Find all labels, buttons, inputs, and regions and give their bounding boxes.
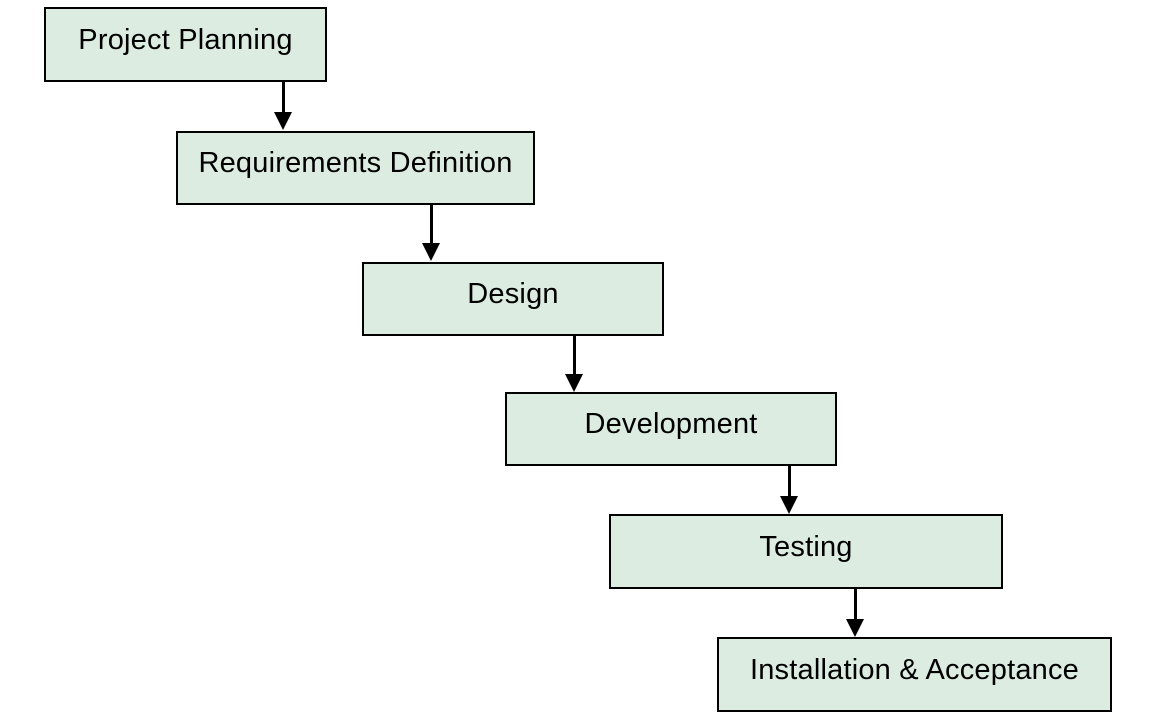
flow-arrow-planning-to-requirements <box>274 82 292 130</box>
arrow-head-down-icon <box>422 243 440 261</box>
flow-arrow-design-to-development <box>565 336 583 392</box>
flow-arrow-requirements-to-design <box>422 205 440 261</box>
process-step-label: Testing <box>759 530 853 563</box>
process-step-testing: Testing <box>609 514 1003 589</box>
arrow-head-down-icon <box>780 496 798 514</box>
process-step-requirements-definition: Requirements Definition <box>176 131 535 205</box>
arrow-line <box>572 336 576 374</box>
process-step-label: Installation & Acceptance <box>749 653 1080 686</box>
process-step-installation-acceptance: Installation & Acceptance <box>717 637 1112 712</box>
process-step-label: Requirements Definition <box>198 147 513 179</box>
process-step-label: Development <box>584 408 758 440</box>
arrow-head-down-icon <box>274 112 292 130</box>
arrow-line <box>429 205 433 243</box>
process-step-label: Design <box>467 278 559 310</box>
flow-arrow-development-to-testing <box>780 466 798 514</box>
flow-arrow-testing-to-installation <box>846 589 864 637</box>
process-step-label: Project Planning <box>78 23 293 56</box>
arrow-head-down-icon <box>565 374 583 392</box>
process-step-design: Design <box>362 262 664 336</box>
arrow-line <box>853 589 857 619</box>
arrow-head-down-icon <box>846 619 864 637</box>
arrow-line <box>281 82 285 112</box>
arrow-line <box>787 466 791 496</box>
process-step-project-planning: Project Planning <box>44 7 327 82</box>
process-step-development: Development <box>505 392 837 466</box>
